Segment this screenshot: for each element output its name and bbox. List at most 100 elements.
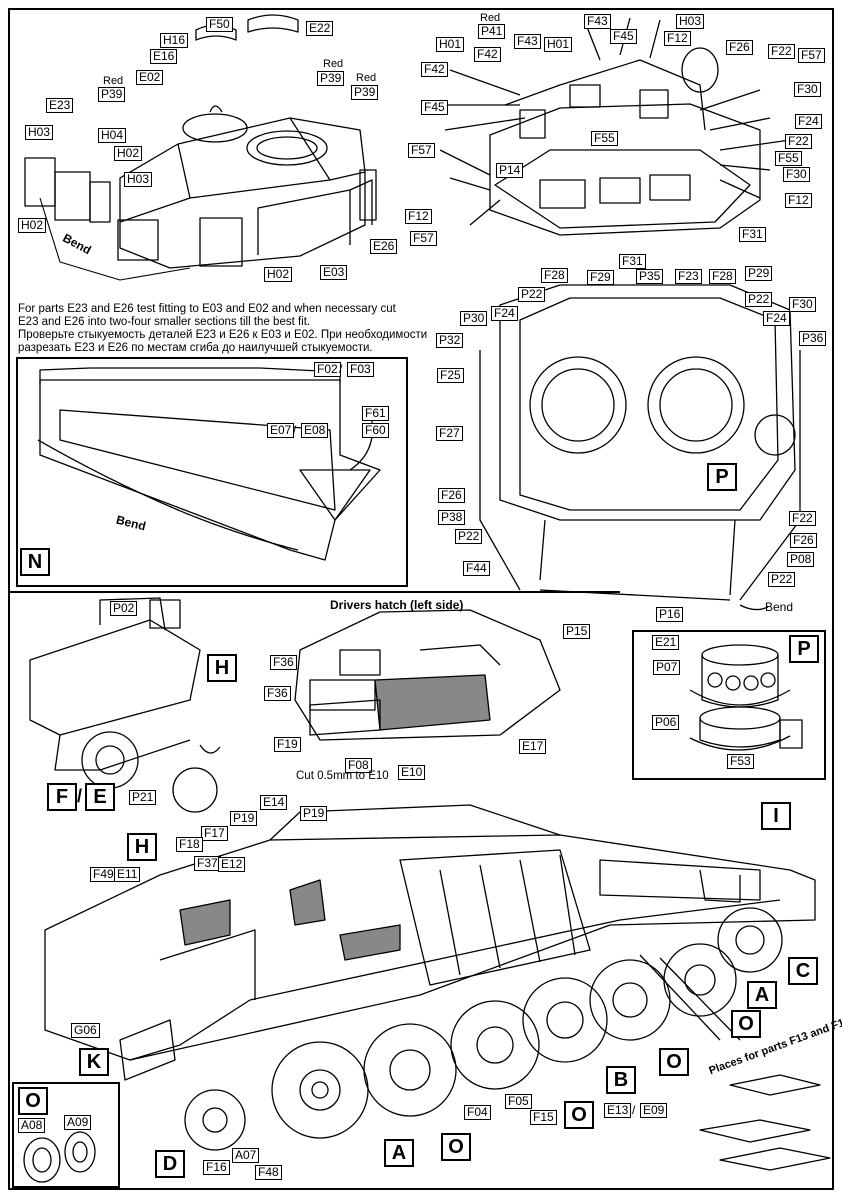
part-label: F22 <box>785 134 812 149</box>
part-label: F36 <box>270 655 297 670</box>
step-marker: H <box>127 833 157 861</box>
part-label: H02 <box>114 146 143 161</box>
part-label: F36 <box>264 686 291 701</box>
step-marker: O <box>441 1133 471 1161</box>
part-label: H16 <box>160 33 189 48</box>
part-label: F45 <box>421 100 448 115</box>
main-hull-drawing <box>44 804 831 1171</box>
step-marker: A <box>384 1139 414 1167</box>
part-label: P22 <box>455 529 483 544</box>
part-label: F31 <box>739 227 766 242</box>
part-label: P19 <box>230 811 258 826</box>
part-label: F02 <box>314 362 341 377</box>
part-label: F42 <box>421 62 448 77</box>
part-label: P02 <box>110 601 138 616</box>
part-label: F22 <box>789 511 816 526</box>
mantlet-panel-frame <box>16 357 408 587</box>
step-marker: N <box>20 548 50 576</box>
part-label: F60 <box>362 423 389 438</box>
part-label: E07 <box>267 423 295 438</box>
part-label: F29 <box>587 270 614 285</box>
part-label: P39 <box>351 85 379 100</box>
part-label: F43 <box>514 34 541 49</box>
part-label: P15 <box>563 624 591 639</box>
part-label: F04 <box>464 1105 491 1120</box>
part-label: F57 <box>798 48 825 63</box>
bend-note: Bend <box>765 600 794 614</box>
wheel-detail-drawing <box>23 1131 96 1183</box>
part-label: E17 <box>519 739 547 754</box>
part-label: P07 <box>653 660 681 675</box>
part-label: G06 <box>71 1023 100 1038</box>
part-label: P22 <box>518 287 546 302</box>
fit-note-ru-1: Проверьте стыкуемость деталей E23 и E26 … <box>18 329 428 341</box>
slash: / <box>293 423 297 437</box>
part-label: P21 <box>129 790 157 805</box>
part-label: F42 <box>474 47 501 62</box>
step-marker: H <box>207 654 237 682</box>
part-label: F61 <box>362 406 389 421</box>
lower-turret-drawing <box>24 14 377 281</box>
step-marker: O <box>18 1087 48 1115</box>
turret-top-drawing <box>479 284 801 611</box>
part-label: F31 <box>619 254 646 269</box>
part-label: H03 <box>25 125 54 140</box>
part-label: E22 <box>306 21 334 36</box>
part-label: H04 <box>98 128 127 143</box>
part-label: P22 <box>768 572 796 587</box>
part-label: E09 <box>640 1103 668 1118</box>
part-label: P16 <box>656 607 684 622</box>
part-label: E02 <box>136 70 164 85</box>
part-label: F17 <box>201 826 228 841</box>
mantlet-panel-drawing <box>37 367 381 561</box>
color-note: Red <box>323 58 344 70</box>
part-label: F30 <box>794 82 821 97</box>
part-label: F30 <box>789 297 816 312</box>
part-label: F37 <box>194 856 221 871</box>
part-label: E13 <box>604 1103 632 1118</box>
part-label: F05 <box>505 1094 532 1109</box>
step-marker: O <box>731 1010 761 1038</box>
part-label: P32 <box>436 333 464 348</box>
section-divider <box>8 591 620 593</box>
wheel-detail-frame <box>12 1082 120 1188</box>
step-marker: K <box>79 1048 109 1076</box>
part-label: F12 <box>785 193 812 208</box>
fit-note: For parts E23 and E26 test fitting to E0… <box>18 303 438 355</box>
part-label: F24 <box>795 114 822 129</box>
part-label: P39 <box>98 87 126 102</box>
part-label: F26 <box>726 40 753 55</box>
fit-note-en-1: For parts E23 and E26 test fitting to E0… <box>18 303 396 315</box>
part-label: F43 <box>584 14 611 29</box>
part-label: P06 <box>652 715 680 730</box>
part-label: F23 <box>675 269 702 284</box>
part-label: F19 <box>274 737 301 752</box>
fit-note-ru-2: разрезать E23 и E26 по местам сгиба до н… <box>18 342 373 354</box>
front-detail-drawing <box>29 597 221 813</box>
part-label: A09 <box>64 1115 92 1130</box>
step-marker: C <box>788 957 818 985</box>
part-label: P41 <box>478 24 506 39</box>
part-label: H01 <box>436 37 465 52</box>
slash: / <box>339 362 343 376</box>
color-note: Red <box>356 72 377 84</box>
part-label: F30 <box>783 167 810 182</box>
page-border <box>8 8 834 1190</box>
part-label: F55 <box>775 151 802 166</box>
part-label: P36 <box>799 331 827 346</box>
part-label: E23 <box>46 98 74 113</box>
part-label: E11 <box>114 867 141 882</box>
part-label: E26 <box>370 239 398 254</box>
part-label: E08 <box>301 423 329 438</box>
part-label: F15 <box>530 1110 557 1125</box>
step-marker: B <box>606 1066 636 1094</box>
part-label: F28 <box>541 268 568 283</box>
part-label: F22 <box>768 44 795 59</box>
part-label: H02 <box>18 218 47 233</box>
step-marker: O <box>564 1101 594 1129</box>
part-label: F24 <box>491 306 518 321</box>
part-label: P19 <box>300 806 328 821</box>
part-label: F16 <box>203 1160 230 1175</box>
step-marker: P <box>789 635 819 663</box>
part-label: F12 <box>664 31 691 46</box>
